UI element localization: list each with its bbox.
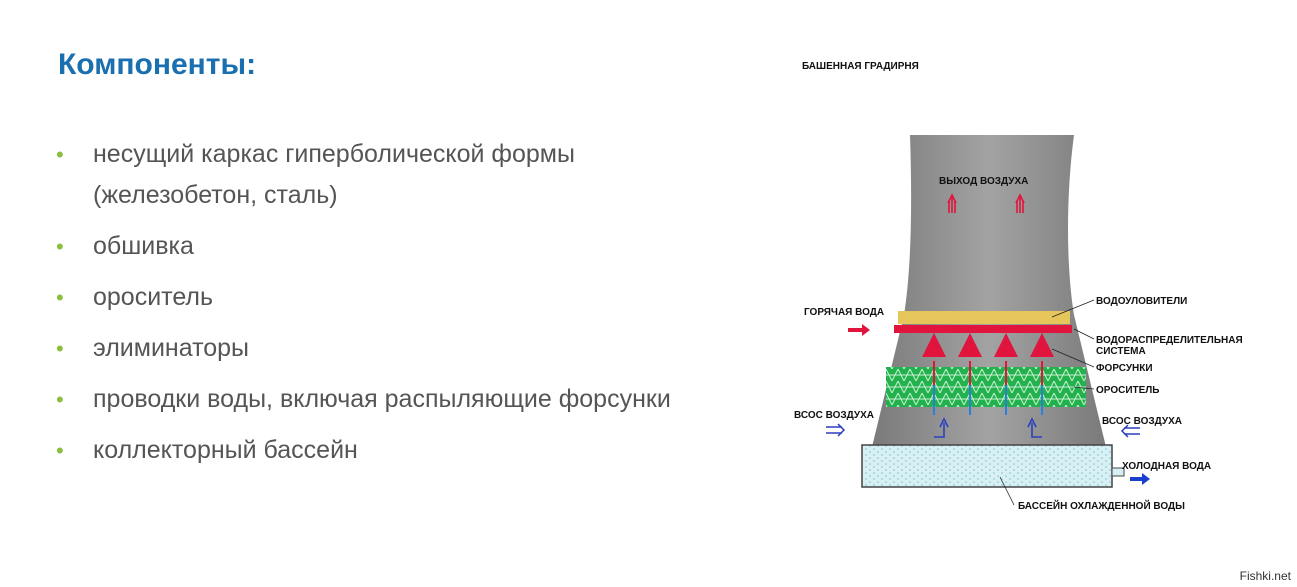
air-out-arrow-icon bbox=[947, 193, 957, 213]
air-out-label: ВЫХОД ВОЗДУХА bbox=[939, 176, 1028, 187]
bullet-icon: • bbox=[56, 285, 64, 310]
leader-lines bbox=[999, 299, 1095, 506]
page-title: Компоненты: bbox=[58, 48, 257, 81]
cooling-tower-diagram: БАШЕННАЯ ГРАДИРНЯ ВЫХОД ВОЗДУХА bbox=[784, 45, 1264, 525]
list-item: • ороситель bbox=[56, 277, 696, 318]
bullet-icon: • bbox=[56, 234, 64, 259]
air-in-right-arrow-icon bbox=[1120, 424, 1140, 438]
cold-water-arrow-icon bbox=[1130, 473, 1150, 485]
list-item-text: несущий каркас гиперболической формы (же… bbox=[93, 140, 575, 209]
fill-packing bbox=[886, 367, 1086, 407]
hot-water-arrow-icon bbox=[848, 324, 870, 336]
watermark: Fishki.net bbox=[1239, 569, 1291, 583]
list-item-text: обшивка bbox=[93, 232, 194, 260]
hot-water-label: ГОРЯЧАЯ ВОДА bbox=[804, 307, 884, 318]
air-in-left-label: ВСОС ВОЗДУХА bbox=[794, 410, 874, 421]
list-item-text: элиминаторы bbox=[93, 334, 250, 362]
cold-water-outlet bbox=[1111, 467, 1125, 477]
water-downflow-arrows bbox=[933, 361, 1043, 415]
air-in-left-arrow-icon bbox=[826, 423, 846, 437]
components-list: • несущий каркас гиперболической формы (ж… bbox=[56, 134, 696, 481]
distribution-label-line1: ВОДОРАСПРЕДЕЛИТЕЛЬНАЯ bbox=[1096, 335, 1243, 346]
list-item: • коллекторный бассейн bbox=[56, 430, 696, 471]
bullet-icon: • bbox=[56, 387, 64, 412]
spray-nozzles bbox=[922, 333, 1054, 357]
distribution-label-line2: СИСТЕМА bbox=[1096, 346, 1146, 357]
list-item: • обшивка bbox=[56, 226, 696, 267]
basin-label: БАССЕЙН ОХЛАЖДЕННОЙ ВОДЫ bbox=[1018, 499, 1185, 512]
bullet-icon: • bbox=[56, 336, 64, 361]
bullet-icon: • bbox=[56, 438, 64, 463]
list-item-text: ороситель bbox=[93, 283, 214, 311]
water-distribution-pipe bbox=[894, 325, 1072, 333]
bullet-icon: • bbox=[56, 142, 64, 167]
fill-label: ОРОСИТЕЛЬ bbox=[1096, 385, 1160, 396]
drift-eliminators bbox=[898, 311, 1070, 324]
air-out-arrow-icon bbox=[1015, 193, 1025, 213]
list-item: • несущий каркас гиперболической формы (ж… bbox=[56, 134, 696, 216]
list-item-text: проводки воды, включая распыляющие форсу… bbox=[93, 385, 671, 413]
nozzles-label: ФОРСУНКИ bbox=[1096, 363, 1153, 374]
cold-water-label: ХОЛОДНАЯ ВОДА bbox=[1122, 461, 1211, 472]
list-item: • проводки воды, включая распыляющие форс… bbox=[56, 379, 696, 420]
diagram-title: БАШЕННАЯ ГРАДИРНЯ bbox=[802, 61, 919, 72]
list-item: • элиминаторы bbox=[56, 328, 696, 369]
air-in-right-label: ВСОС ВОЗДУХА bbox=[1102, 416, 1182, 427]
air-updraft-arrow-icon bbox=[934, 417, 1042, 438]
drift-eliminators-label: ВОДОУЛОВИТЕЛИ bbox=[1096, 296, 1187, 307]
cooling-tower-svg: БАШЕННАЯ ГРАДИРНЯ ВЫХОД ВОЗДУХА bbox=[794, 61, 1243, 512]
list-item-text: коллекторный бассейн bbox=[93, 436, 358, 464]
cold-water-basin bbox=[861, 444, 1113, 488]
